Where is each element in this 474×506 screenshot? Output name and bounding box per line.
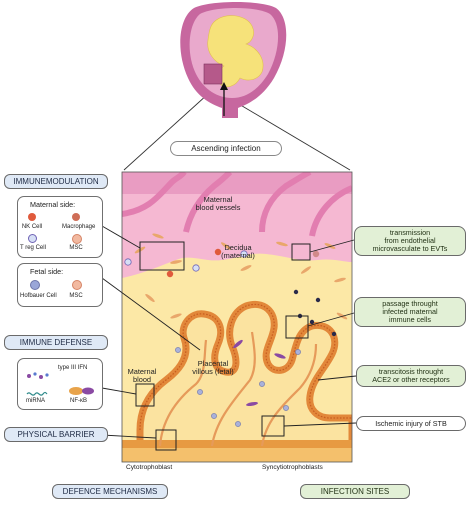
- defence-mechanisms-label: DEFENCE MECHANISMS: [52, 484, 168, 499]
- highlight-maternal-blood: [135, 383, 155, 407]
- line-fetal-side: [101, 277, 201, 351]
- maternal-side-box: Maternal side: NK Cell Macrophage T reg …: [17, 196, 103, 258]
- physical-barrier-label: PHYSICAL BARRIER: [4, 427, 108, 442]
- fetal-vessel-2: [210, 331, 256, 447]
- diagram-panel-border: [121, 171, 353, 463]
- line-passage: [307, 312, 355, 327]
- decidual-cells: [134, 233, 348, 320]
- mirna-squiggle: [26, 391, 48, 396]
- line-ischemic: [283, 422, 357, 427]
- mirna-label: miRNA: [26, 398, 45, 404]
- maternal-vessel-2: [183, 172, 233, 233]
- fetal-vessel-3: [260, 343, 318, 447]
- passage-label: passage throught infected maternal immun…: [354, 297, 466, 327]
- villous-inner-line: [139, 303, 352, 431]
- line-immune-defense: [101, 387, 137, 395]
- nfkb-icon: [68, 383, 96, 395]
- mirna-icon: [26, 385, 48, 396]
- ischemic-injury-label: Ischemic injury of STB: [356, 416, 466, 431]
- ifn-molecules-icon: [26, 367, 50, 379]
- fetal-side-box: Fetal side: Hofbauer Cell MSC: [17, 263, 103, 307]
- ifn-dots: [27, 372, 49, 379]
- immune-defense-box: type III IFN miRNA NF-κB: [17, 358, 103, 410]
- hofbauer-cell-icon: [30, 280, 40, 290]
- line-physical-barrier: [101, 434, 157, 439]
- nfkb-shape: [69, 387, 94, 395]
- chorionic-plate: [122, 446, 352, 462]
- parasite-cells: [233, 339, 286, 407]
- line-maternal-side: [101, 225, 141, 249]
- highlight-physical-barrier: [155, 429, 177, 451]
- nf-kb-label: NF-κB: [70, 398, 87, 404]
- highlight-decidua-left: [139, 241, 185, 271]
- msc-maternal-label: MSC: [69, 245, 83, 251]
- transcitosis-label: transcitosis throught ACE2 or other rece…: [356, 365, 466, 387]
- macrophage-icon: [72, 213, 80, 221]
- maternal-vessel-4: [309, 185, 352, 237]
- msc-fetal-label: MSC: [69, 293, 83, 299]
- chorionic-layer: [122, 440, 352, 448]
- fetal-vessel-1: [158, 339, 208, 447]
- maternal-side-heading: Maternal side:: [30, 200, 76, 209]
- immunemodulation-label: IMMUNEMODULATION: [4, 174, 108, 189]
- transmission-label: transmission from endothelial microvascu…: [354, 226, 466, 256]
- label-placental-villous: Placental villous (fetal): [192, 359, 234, 377]
- maternal-vessel-1: [122, 172, 187, 217]
- line-transmission: [309, 239, 355, 253]
- hofbauer-cell-label: Hofbauer Cell: [20, 293, 57, 299]
- macrophage-label: Macrophage: [62, 224, 96, 230]
- treg-cell-label: T reg Cell: [20, 245, 46, 251]
- label-decidua: Decidua (maternal): [221, 243, 255, 261]
- label-maternal-blood: Maternal blood: [127, 367, 157, 385]
- line-transcitosis: [317, 375, 357, 381]
- virus-particles: [175, 347, 301, 427]
- type-iii-ifn-label: type III IFN: [58, 365, 88, 371]
- treg-cell-icon: [28, 234, 37, 243]
- zoom-line-right: [221, 93, 351, 171]
- msc-maternal-icon: [72, 234, 82, 244]
- infection-sites-label: INFECTION SITES: [300, 484, 410, 499]
- label-cytotrophoblast: Cytotrophoblast: [126, 464, 173, 471]
- nk-cell-label: NK Cell: [21, 224, 43, 230]
- label-syncytiotrophoblasts: Syncytiotrophoblasts: [262, 464, 323, 471]
- fetal-side-heading: Fetal side:: [30, 267, 64, 276]
- ascending-infection-label: Ascending infection: [170, 141, 282, 156]
- nk-cell-icon: [28, 213, 36, 221]
- uterine-top: [122, 172, 352, 194]
- placenta-patch: [203, 63, 223, 85]
- label-maternal-blood-vessels: Maternal blood vessels: [195, 195, 241, 213]
- maternal-vessel-3: [259, 172, 312, 233]
- msc-fetal-icon: [72, 280, 82, 290]
- ascending-arrow-head: [220, 82, 228, 90]
- zoom-line-left: [123, 93, 209, 171]
- highlight-immune-passage: [285, 315, 309, 339]
- immune-defense-label: IMMUNE DEFENSE: [4, 335, 108, 350]
